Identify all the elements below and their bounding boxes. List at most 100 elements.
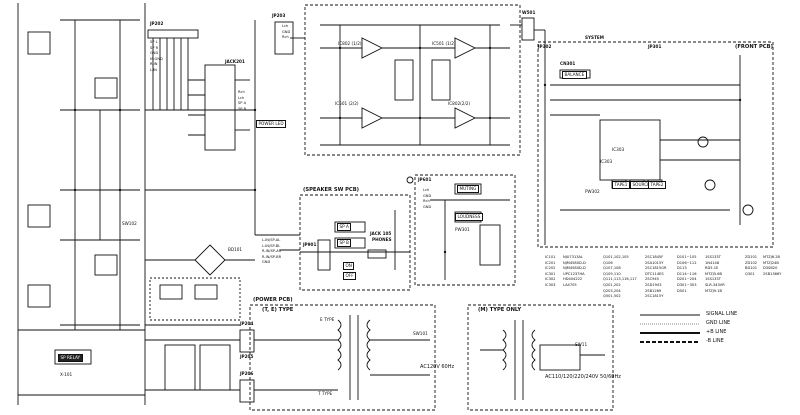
table-col2-item-1: Q106 — [603, 260, 613, 265]
jp301-pin-2: Rch — [423, 199, 430, 204]
cn301-label: CN301 — [560, 61, 576, 66]
table-col3-item-3: D114~116 — [677, 271, 697, 276]
power-pcb-title: (POWER PCB) — [253, 297, 293, 303]
table-col2-item-4: Q111,113,116,117 — [603, 277, 637, 282]
ic802b-label: IC802(2/2) — [448, 101, 471, 106]
t-type-label: T TYPE — [318, 391, 333, 396]
jp206-label: JP206 — [240, 371, 254, 376]
table-col1-value-4: HD404222 — [563, 277, 583, 282]
legend-b-plus: +B LINE — [706, 329, 727, 335]
table-col4-item-2: BD101 — [745, 266, 758, 271]
power-led-tag: POWER LED — [256, 120, 287, 128]
table-col2-value-7: 2SC1815Y — [645, 294, 664, 299]
table-col1-value-0: NJU7313AL — [563, 255, 583, 259]
off-tag: OFF — [343, 272, 357, 280]
jp202-pin-2: GND — [150, 51, 159, 56]
table-col4-value-3: 2SB1366Y — [763, 271, 782, 276]
speaker-pin-3: R-IN/SP-BR — [262, 254, 282, 259]
table-col3-value-5: SLR-343VR — [705, 282, 725, 287]
sw102-label: SW102 — [122, 221, 137, 226]
ic501b-label: IC501 (2/2) — [335, 101, 359, 106]
on-tag: ON — [343, 262, 355, 270]
table-col4-value-1: MTZJ24B — [763, 260, 779, 265]
table-col4-item-0: ZD101 — [745, 255, 758, 259]
jp202-pin-0: SP L — [150, 40, 158, 44]
muting-tag: MUTING — [457, 185, 479, 193]
table-col1-value-5: LA4705 — [563, 282, 577, 287]
system-label: SYSTEM — [585, 35, 604, 40]
table-col2-item-6: Q203,204 — [603, 288, 621, 293]
jp202-pin-1: SP R — [150, 45, 159, 50]
table-col2-value-3: DTC114ES — [645, 271, 664, 276]
e-type-label: E TYPE — [320, 317, 335, 322]
speaker-pin-1: L-IN/SP-BL — [262, 243, 281, 248]
ic303-label: IC303 — [612, 147, 625, 152]
table-col3-item-4: D201~204 — [677, 277, 697, 282]
front-pcb-title: (FRONT PCB) — [735, 44, 773, 50]
tape1-tag: TAPE1 — [612, 181, 630, 189]
line-legend: SIGNAL LINE GND LINE +B LINE -B LINE — [640, 311, 800, 351]
jp204-label: JP204 — [240, 321, 254, 326]
jp301-label: JP301 — [648, 44, 662, 49]
speaker-pin-4: GND — [262, 260, 271, 265]
loudness-tag: LOUDNESS — [455, 213, 483, 221]
table-col3-value-2: RD5.1E — [705, 266, 719, 271]
table-col3-value-1: 1N4148 — [705, 260, 720, 265]
table-col3-value-0: 1SS133T — [705, 255, 721, 259]
relay-pin-2: SP A — [238, 101, 247, 106]
ac120v-label: AC120V 60Hz — [420, 364, 455, 370]
speaker-pin-2: R-IN/SP-AR — [262, 249, 282, 254]
table-col2-item-0: Q101,102,105 — [603, 255, 629, 259]
table-col2-item-5: Q201,202 — [603, 282, 621, 287]
table-col3-value-4: 1SS133T — [705, 277, 721, 282]
speaker-sw-pcb-title: (SPEAKER SW PCB) — [303, 187, 360, 193]
table-col1-item-0: IC101 — [545, 255, 556, 259]
phones-label: PHONES — [372, 237, 392, 242]
table-col2-value-5: 2SD1943 — [645, 282, 662, 287]
table-col2-value-4: 2SC945 — [645, 277, 659, 282]
jp202-pin-5: L-IN — [150, 67, 157, 72]
speaker-pin-0: L-IN/SP-AL — [262, 238, 281, 242]
table-col3-item-1: D106~112 — [677, 260, 697, 265]
sp-b-tag: SP B — [337, 239, 352, 247]
te-type-title: (T, E) TYPE — [262, 307, 294, 313]
table-col3-item-2: D113 — [677, 266, 687, 271]
table-col3-value-6: MTZJ9.1B — [705, 288, 722, 293]
legend-gnd: GND LINE — [706, 320, 731, 326]
relay-pin-1: Lch — [238, 95, 245, 100]
sp-a-tag: SP A — [337, 223, 352, 231]
ac-multi-label: AC110/120/220/240V 50/60Hz — [545, 374, 621, 380]
table-col1-item-4: IC302 — [545, 277, 556, 282]
table-col1-item-3: IC301 — [545, 271, 556, 276]
pw301-label: PW301 — [455, 227, 470, 232]
jp302-label: JP302 — [538, 44, 552, 49]
balance-tag: BALANCE — [562, 71, 587, 79]
table-col2-item-7: Q501,502 — [603, 294, 621, 299]
table-col1-value-1: NJM4580D-D — [563, 260, 586, 265]
jack105-label: JACK 105 — [370, 231, 392, 236]
table-col4-value-2: D3SB20 — [763, 266, 778, 271]
table-col1-value-2: NJM4580D-D — [563, 266, 586, 271]
table-col4-value-0: MTZJ6.2B — [763, 255, 780, 259]
legend-signal: SIGNAL LINE — [706, 311, 738, 317]
jp203-pin-2: Rch — [282, 35, 289, 40]
pw302-label: PW302 — [585, 189, 600, 194]
sp-relay-tag: SP RELAY — [58, 354, 83, 362]
jp205-label: JP205 — [240, 354, 254, 359]
jp901-label: JP901 — [303, 242, 317, 247]
jack201-label: JACK201 — [225, 59, 245, 64]
sw101-label: SW101 — [413, 331, 428, 336]
jp202-pin-4: R-IN — [150, 62, 158, 67]
jp301-pin-0: Lch — [423, 188, 430, 192]
